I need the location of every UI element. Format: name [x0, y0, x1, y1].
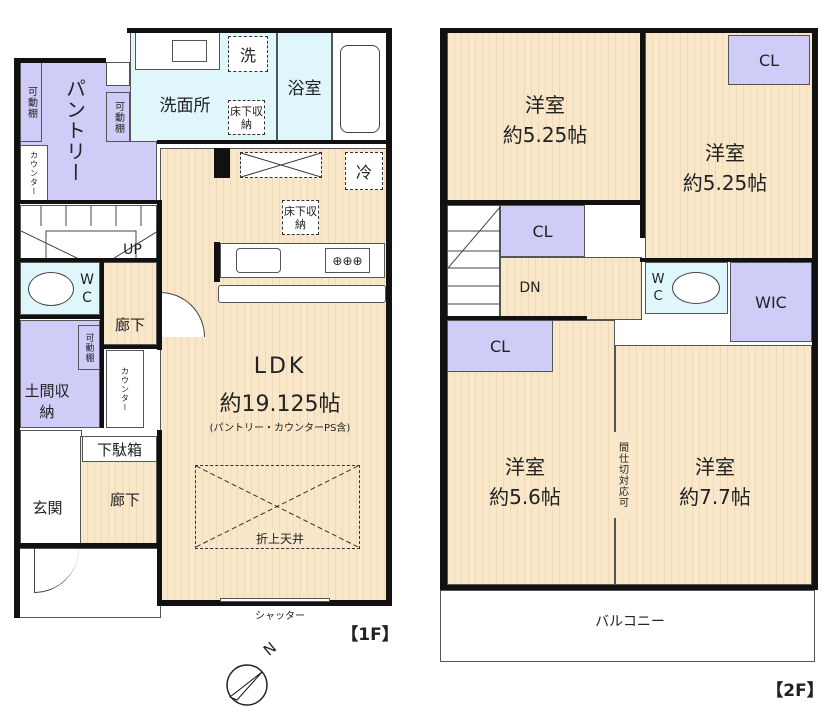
wall — [447, 316, 587, 320]
wall — [447, 200, 642, 205]
partition-note: 間仕切対応可 — [614, 432, 630, 518]
washroom-label: 洗面所 — [159, 95, 211, 116]
wall — [440, 585, 818, 590]
ps-box — [106, 62, 130, 86]
bathroom: 浴室 — [277, 30, 332, 142]
room-size: 約5.6帖 — [489, 484, 561, 509]
entrance-label: 玄関 — [32, 498, 63, 517]
wall — [14, 58, 106, 63]
ldk-note: (パントリー・カウンターPS含) — [209, 422, 351, 434]
wall — [100, 258, 104, 428]
balcony — [440, 590, 815, 662]
wall — [214, 242, 220, 282]
western-room — [447, 32, 642, 202]
wall — [386, 28, 392, 606]
shelf — [106, 92, 130, 142]
wall — [440, 28, 818, 33]
counter-label: カウンター — [120, 366, 130, 412]
pantry-label: パントリー — [62, 77, 87, 183]
room-label: 洋室 — [705, 140, 745, 165]
coved-ceiling — [195, 465, 360, 549]
counter — [20, 145, 48, 202]
wall — [100, 345, 160, 349]
room-label: 洋室 — [525, 92, 565, 117]
shoe-box: 下駄箱 — [82, 436, 157, 462]
stairs-up-label: UP — [123, 242, 142, 258]
ceiling-label: 折上天井 — [240, 530, 320, 546]
stairs-down-label: DN — [519, 280, 541, 296]
wall — [127, 28, 392, 33]
ldk — [160, 148, 388, 603]
cupboard — [240, 152, 322, 178]
wall — [157, 600, 392, 606]
shelf-label: 可動棚 — [25, 85, 37, 119]
entrance — [20, 430, 82, 545]
washer-space: 洗 — [228, 36, 268, 72]
hallway-label: 廊下 — [114, 315, 145, 334]
bathtub-icon — [340, 45, 380, 133]
stairs — [20, 205, 159, 261]
wall — [640, 258, 815, 262]
stove-icon: ⊕⊕⊕ — [325, 248, 370, 273]
pillar — [214, 148, 230, 178]
wall — [440, 28, 447, 588]
wall — [14, 58, 20, 618]
underfloor-storage: 床下収納 — [282, 200, 319, 235]
room-label: 洋室 — [505, 454, 545, 479]
wall — [14, 315, 104, 319]
wall — [14, 200, 159, 204]
western-room — [615, 345, 812, 585]
hallway — [500, 257, 642, 320]
walk-in-closet: WIC — [730, 262, 812, 342]
floor-1-title: 【1F】 — [341, 624, 399, 645]
fridge-space: 冷 — [345, 152, 383, 190]
toilet-icon — [672, 272, 720, 304]
wc-label: WC — [80, 272, 94, 306]
room-size: 約5.25帖 — [682, 170, 768, 195]
ldk-label: LDK — [253, 353, 307, 379]
compass-icon — [225, 652, 285, 707]
shelf-label: 可動棚 — [83, 332, 94, 363]
toilet-icon — [28, 272, 74, 306]
counter-label: カウンター — [29, 151, 39, 196]
wall — [640, 28, 645, 238]
wall — [812, 28, 818, 588]
floor-2-title: 【2F】 — [766, 680, 824, 701]
closet: CL — [728, 35, 810, 85]
stairs — [447, 205, 502, 318]
wall — [157, 200, 162, 350]
kitchen-sink-icon — [236, 248, 281, 273]
shelf-label: 可動棚 — [112, 100, 124, 134]
wall — [157, 140, 387, 144]
counter-top — [218, 285, 386, 303]
wall — [14, 258, 159, 262]
counter — [106, 350, 144, 428]
shutter-window — [220, 598, 330, 602]
wall — [14, 543, 161, 548]
shutter-label: シャッター — [255, 610, 305, 622]
underfloor-storage: 床下収納 — [228, 100, 265, 135]
room-size: 約7.7帖 — [679, 484, 751, 509]
room-size: 約5.25帖 — [502, 122, 588, 147]
closet: CL — [447, 320, 553, 372]
wall — [157, 430, 162, 605]
room-label: 洋室 — [695, 454, 735, 479]
ldk-size: 約19.125帖 — [219, 392, 341, 417]
hallway-label: 廊下 — [109, 490, 140, 509]
balcony-label: バルコニー — [595, 614, 665, 630]
storage-label: 土間収納 — [24, 382, 70, 421]
shelf — [78, 325, 100, 370]
sink-icon — [172, 40, 207, 62]
closet: CL — [500, 205, 585, 257]
wc-label: WC — [651, 272, 665, 304]
